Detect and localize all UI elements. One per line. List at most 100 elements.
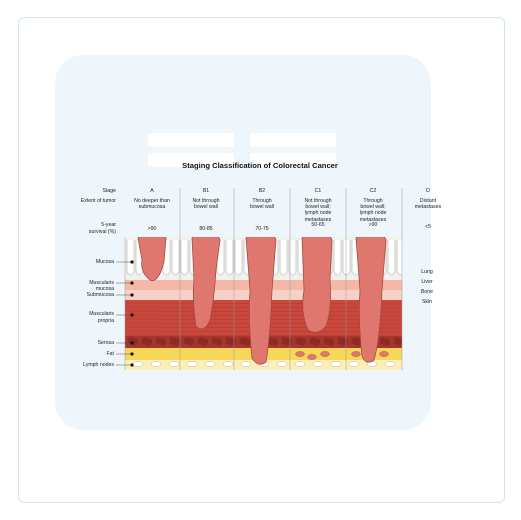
layer-leader-lines (116, 260, 134, 367)
crypt (288, 240, 297, 276)
crypt (396, 240, 402, 276)
layer-label-mucosa: Mucosa (95, 259, 114, 265)
metastatic-lymph-node (351, 351, 361, 357)
stage-name: C1 (314, 188, 322, 194)
lymph-node (186, 361, 198, 367)
survival-row-label: 5-year (101, 222, 116, 228)
lymph-node (330, 361, 342, 367)
tumor (137, 237, 167, 281)
tumor (191, 237, 221, 330)
lymph-node (348, 361, 360, 367)
lymph-node (204, 361, 216, 367)
column-dividers (124, 188, 403, 370)
tumor (245, 237, 277, 365)
serosa-chunk (351, 337, 363, 346)
serosa-chunk (323, 337, 335, 346)
metastasis-site: Liver (421, 279, 433, 285)
crypt (126, 240, 135, 276)
metastasis-site: Lung (421, 269, 433, 275)
stage-extent: Through (252, 198, 272, 204)
stage-extent: submucosa (138, 204, 166, 211)
leader-dot (130, 341, 134, 345)
stage-extent: metastases (304, 216, 332, 223)
layer-label-muscularis-propria: propria (97, 318, 114, 324)
tumor (355, 237, 387, 363)
stage-extent: bowel wall (194, 204, 218, 211)
crypt (234, 240, 243, 276)
crypt (342, 240, 351, 276)
metastasis-site: Bone (420, 289, 434, 295)
stage-extent: metastases (414, 204, 442, 211)
lymph-node (150, 361, 162, 367)
stage-survival: >90 (368, 222, 378, 228)
layer-label-fat: Fat (106, 351, 115, 357)
metastatic-lymph-node (295, 351, 305, 357)
stage-extent: lymph node (304, 210, 332, 217)
stage-extent: lymph node (359, 210, 387, 217)
serosa-chunk (169, 337, 181, 346)
stage-name: B2 (258, 188, 266, 194)
placeholder-bar (148, 133, 234, 147)
crypt (225, 240, 234, 276)
crypt (171, 240, 180, 276)
metastatic-lymph-node (379, 351, 389, 357)
serosa-chunk (295, 337, 307, 346)
leader-dot (130, 260, 134, 264)
survival-row-label: survival (%) (88, 229, 116, 235)
stage-name: B1 (202, 188, 210, 194)
crypt (333, 240, 342, 276)
leader-dot (130, 352, 134, 356)
serosa-chunk (281, 337, 293, 346)
leader-dot (130, 293, 134, 297)
stage-name: C2 (369, 188, 377, 194)
leader-dot (130, 363, 134, 367)
crypt (387, 240, 396, 276)
stage-extent: Not through (304, 198, 332, 204)
stage-extent: No deeper than (134, 198, 170, 204)
tumor (301, 237, 333, 333)
leader-dot (130, 281, 134, 285)
stage-extent: Through (363, 198, 383, 204)
stage-name: A (150, 188, 154, 194)
lymph-node (294, 361, 306, 367)
serosa-chunk (309, 337, 321, 346)
layer-label-serosa: Serosa (97, 340, 114, 346)
metastasis-site: Skin (421, 299, 433, 305)
layer-label-muscularis-mucosa: mucosa (95, 286, 114, 292)
diagram-title: Staging Classification of Colorectal Can… (182, 161, 338, 170)
serosa-chunk (211, 337, 223, 346)
stage-survival: >90 (147, 226, 157, 232)
leader-dot (130, 313, 134, 317)
stage-survival: <5 (425, 224, 431, 230)
stage-extent: Not through (192, 198, 220, 204)
crypt (180, 240, 189, 276)
lymph-node (276, 361, 288, 367)
layer-label-submucosa: Submucosa (86, 292, 114, 298)
stage-extent: bowel wall; (360, 204, 386, 211)
stage-extent: metastases (359, 216, 387, 223)
serosa-chunk (225, 337, 237, 346)
lymph-node (312, 361, 324, 367)
lymph-node (240, 361, 252, 367)
serosa-chunk (337, 337, 349, 346)
stage-survival: 70-75 (255, 226, 269, 232)
serosa-chunk (393, 337, 402, 346)
lymph-node (384, 361, 396, 367)
placeholder-bar (250, 133, 336, 147)
extent-row-label: Extent of tumor (80, 198, 116, 204)
tumors (137, 237, 387, 365)
layer-label-muscularis-mucosa: Muscularis (89, 280, 114, 286)
serosa-chunk (267, 337, 279, 346)
serosa-chunk (197, 337, 209, 346)
lymph-node (168, 361, 180, 367)
stage-name: D (426, 188, 430, 194)
serosa-chunk (183, 337, 195, 346)
stage-extent: bowel wall; (305, 204, 331, 211)
metastatic-lymph-node (307, 354, 317, 360)
serosa-chunk (239, 337, 251, 346)
serosa-chunk (127, 337, 139, 346)
serosa-chunk (155, 337, 167, 346)
serosa-chunk (379, 337, 391, 346)
stage-survival: 80-85 (199, 226, 213, 232)
layer-label-lymph-nodes: Lymph nodes (83, 362, 114, 368)
